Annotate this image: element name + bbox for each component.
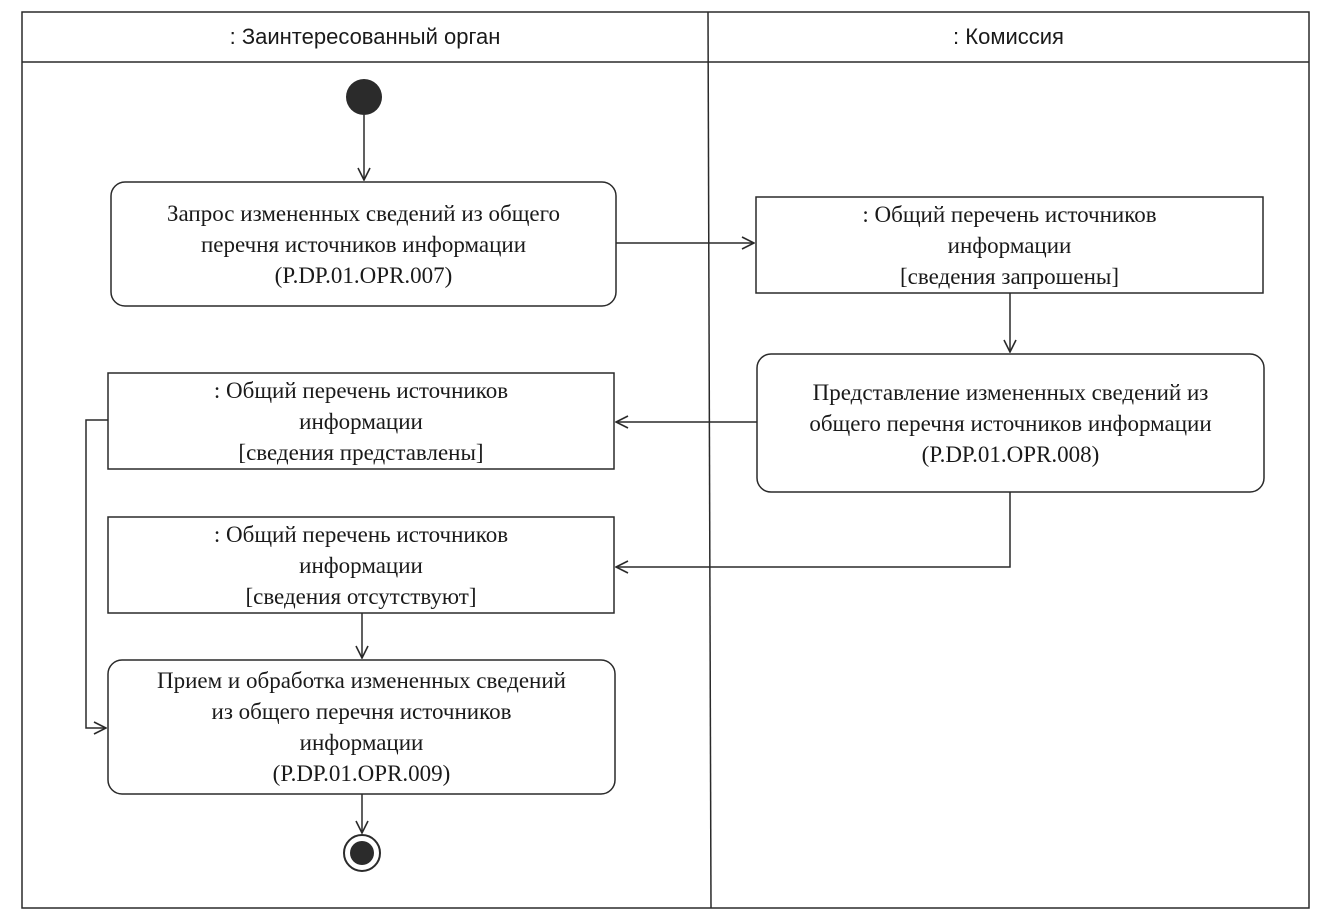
diagram-frame (21, 11, 1310, 909)
object-absent-line-1: : Общий перечень источников (213, 521, 509, 547)
action-request-shape (110, 181, 617, 307)
flow-provide-to-absent (616, 492, 1011, 567)
lane-divider (707, 11, 712, 909)
action-request: Запрос измененных сведений из общего пер… (111, 182, 616, 306)
final-node-core (350, 841, 374, 865)
action-provide-line-1: Представление измененных сведений из (812, 379, 1209, 405)
flow-provided-to-receive (85, 419, 108, 728)
action-receive-line-4: (P.DP.01.OPR.009) (272, 761, 451, 786)
object-provided-line-1: : Общий перечень источников (213, 377, 509, 403)
action-receive-line-2: из общего перечня источников (211, 699, 512, 724)
action-request-line-1: Запрос измененных сведений из общего (167, 200, 560, 226)
object-provided-line-2: информации (299, 408, 423, 434)
action-receive: Прием и обработка измененных сведений из… (108, 660, 615, 794)
initial-node (346, 79, 382, 115)
object-provided: : Общий перечень источников информации [… (108, 373, 614, 469)
lane-title-commission: : Комиссия (953, 24, 1064, 49)
action-provide-line-3: (P.DP.01.OPR.008) (921, 441, 1100, 467)
object-absent: : Общий перечень источников информации [… (108, 517, 614, 613)
object-requested: : Общий перечень источников информации [… (756, 197, 1263, 293)
action-receive-line-3: информации (299, 730, 424, 755)
object-requested-line-1: : Общий перечень источников (862, 201, 1157, 227)
action-request-line-2: перечня источников информации (200, 231, 527, 257)
lane-title-interested-body: : Заинтересованный орган (229, 24, 501, 49)
object-requested-line-2: информации (947, 232, 1072, 258)
object-absent-shape (107, 516, 615, 614)
object-absent-line-2: информации (299, 552, 423, 578)
object-provided-line-3: [сведения представлены] (238, 439, 484, 465)
object-requested-shape (755, 196, 1264, 294)
action-receive-line-1: Прием и обработка измененных сведений (157, 668, 566, 693)
object-requested-line-3: [сведения запрошены] (900, 263, 1119, 289)
object-provided-shape (107, 372, 615, 470)
action-provide-line-2: общего перечня источников информации (809, 410, 1212, 436)
object-absent-line-3: [сведения отсутствуют] (245, 583, 477, 609)
action-provide: Представление измененных сведений из общ… (757, 354, 1264, 492)
action-request-line-3: (P.DP.01.OPR.007) (274, 262, 453, 288)
